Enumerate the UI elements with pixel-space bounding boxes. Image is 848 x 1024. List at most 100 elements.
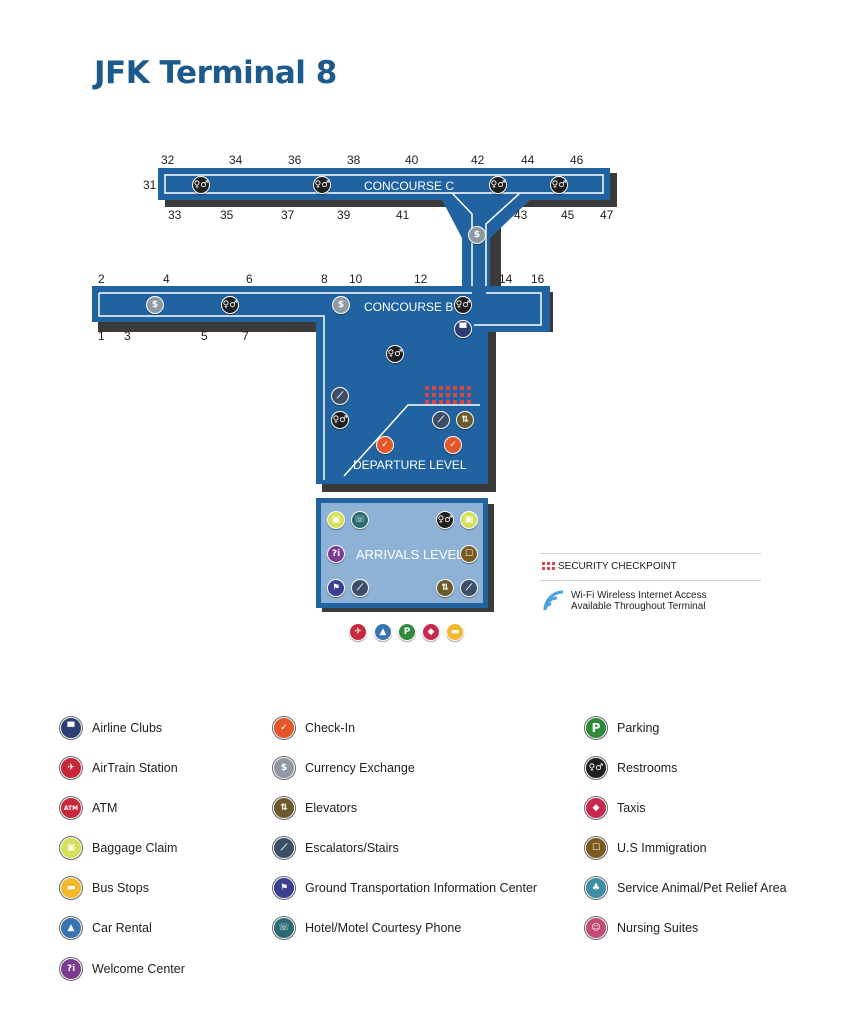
legend-label: Taxis (617, 801, 646, 815)
immigration-icon: ☐ (585, 837, 607, 859)
gate-42: 42 (471, 153, 485, 167)
wifi-key-line2: Available Throughout Terminal (571, 601, 706, 612)
legend-escalators: ⟋ Escalators/Stairs (273, 837, 399, 859)
escalator-icon: ⟋ (273, 837, 295, 859)
escalator-icon: ⟋ (432, 411, 450, 429)
elevator-icon: ⇅ (436, 579, 454, 597)
check-in-icon: ✓ (376, 436, 394, 454)
restroom-icon: ♀♂ (221, 296, 239, 314)
airline-clubs-icon: ▀ (60, 717, 82, 739)
gate-40: 40 (405, 153, 419, 167)
legend-bus-stops: ▬ Bus Stops (60, 877, 149, 899)
gate-7: 7 (242, 329, 249, 343)
legend-hotel-phone: ☏ Hotel/Motel Courtesy Phone (273, 917, 461, 939)
gate-41: 41 (396, 208, 410, 222)
gate-44: 44 (521, 153, 535, 167)
legend-restrooms: ♀♂ Restrooms (585, 757, 677, 779)
gate-5: 5 (201, 329, 208, 343)
legend-label: Restrooms (617, 761, 678, 775)
legend-label: Elevators (305, 801, 358, 815)
concourse-c-shape (158, 168, 610, 200)
legend-atm: ATM ATM (60, 797, 117, 819)
wifi-icon (543, 590, 564, 611)
restroom-icon: ♀♂ (489, 176, 507, 194)
gate-45: 45 (561, 208, 575, 222)
legend-label: Baggage Claim (92, 841, 178, 855)
restroom-icon: ♀♂ (550, 176, 568, 194)
restroom-icon: ♀♂ (331, 411, 349, 429)
wifi-key-label: Wi-Fi Wireless Internet Access Available… (571, 590, 707, 612)
welcome-center-icon: ?i (60, 958, 82, 980)
arrivals-level-label: ARRIVALS LEVEL (356, 547, 464, 562)
legend-immigration: ☐ U.S Immigration (585, 837, 707, 859)
parking-icon: P (398, 623, 416, 641)
security-key-label: SECURITY CHECKPOINT (558, 561, 677, 572)
hotel-phone-icon: ☏ (351, 511, 369, 529)
elevator-icon: ⇅ (273, 797, 295, 819)
legend-label: Hotel/Motel Courtesy Phone (305, 921, 462, 935)
gate-37: 37 (281, 208, 295, 222)
key-divider (540, 553, 761, 554)
gate-36: 36 (288, 153, 302, 167)
restroom-icon: ♀♂ (585, 757, 607, 779)
legend-label: Currency Exchange (305, 761, 415, 775)
gate-4: 4 (163, 272, 170, 286)
baggage-claim-icon: ▣ (460, 511, 478, 529)
atm-icon: ATM (60, 797, 82, 819)
legend-airtrain: ✈ AirTrain Station (60, 757, 178, 779)
restroom-icon: ♀♂ (436, 511, 454, 529)
ground-transport-icon: ⚑ (327, 579, 345, 597)
nursing-suite-icon: ☺ (585, 917, 607, 939)
baggage-claim-icon: ▣ (60, 837, 82, 859)
legend-label: Nursing Suites (617, 921, 699, 935)
immigration-icon: ☐ (460, 545, 478, 563)
currency-exchange-icon: $ (468, 226, 486, 244)
taxi-icon: ◆ (585, 797, 607, 819)
hotel-phone-icon: ☏ (273, 917, 295, 939)
check-in-icon: ✓ (273, 717, 295, 739)
map-title: JFK Terminal 8 (94, 55, 337, 91)
legend-label: ATM (92, 801, 118, 815)
gate-16: 16 (531, 272, 545, 286)
legend-car-rental: ▲ Car Rental (60, 917, 152, 939)
restroom-icon: ♀♂ (313, 176, 331, 194)
gate-47: 47 (600, 208, 614, 222)
bus-stop-icon: ▬ (446, 623, 464, 641)
gate-8: 8 (321, 272, 328, 286)
service-animal-icon: ♣ (585, 877, 607, 899)
airtrain-icon: ✈ (60, 757, 82, 779)
gate-31: 31 (143, 178, 157, 192)
welcome-center-icon: ?i (327, 545, 345, 563)
concourse-c-label: CONCOURSE C (364, 179, 455, 193)
legend-currency-exchange: $ Currency Exchange (273, 757, 415, 779)
legend-label: Escalators/Stairs (305, 841, 399, 855)
car-rental-icon: ▲ (374, 623, 392, 641)
escalator-icon: ⟋ (351, 579, 369, 597)
currency-exchange-icon: $ (332, 296, 350, 314)
airtrain-icon: ✈ (349, 623, 367, 641)
gate-39: 39 (337, 208, 351, 222)
gate-46: 46 (570, 153, 584, 167)
restroom-icon: ♀♂ (454, 296, 472, 314)
legend-baggage-claim: ▣ Baggage Claim (60, 837, 177, 859)
currency-exchange-icon: $ (146, 296, 164, 314)
restroom-icon: ♀♂ (192, 176, 210, 194)
gate-1: 1 (98, 329, 105, 343)
gate-12: 12 (414, 272, 428, 286)
car-rental-icon: ▲ (60, 917, 82, 939)
legend-label: Service Animal/Pet Relief Area (617, 881, 787, 895)
security-checkpoint (425, 386, 471, 404)
legend-label: U.S Immigration (617, 841, 707, 855)
legend-label: Check-In (305, 721, 356, 735)
gate-38: 38 (347, 153, 361, 167)
legend-label: Welcome Center (92, 962, 185, 976)
parking-icon: P (585, 717, 607, 739)
baggage-claim-icon: ▣ (327, 511, 345, 529)
elevator-icon: ⇅ (456, 411, 474, 429)
gate-10: 10 (349, 272, 363, 286)
ground-transport-icon: ⚑ (273, 877, 295, 899)
gate-6: 6 (246, 272, 253, 286)
legend-check-in: ✓ Check-In (273, 717, 355, 739)
gate-2: 2 (98, 272, 105, 286)
gate-33: 33 (168, 208, 182, 222)
